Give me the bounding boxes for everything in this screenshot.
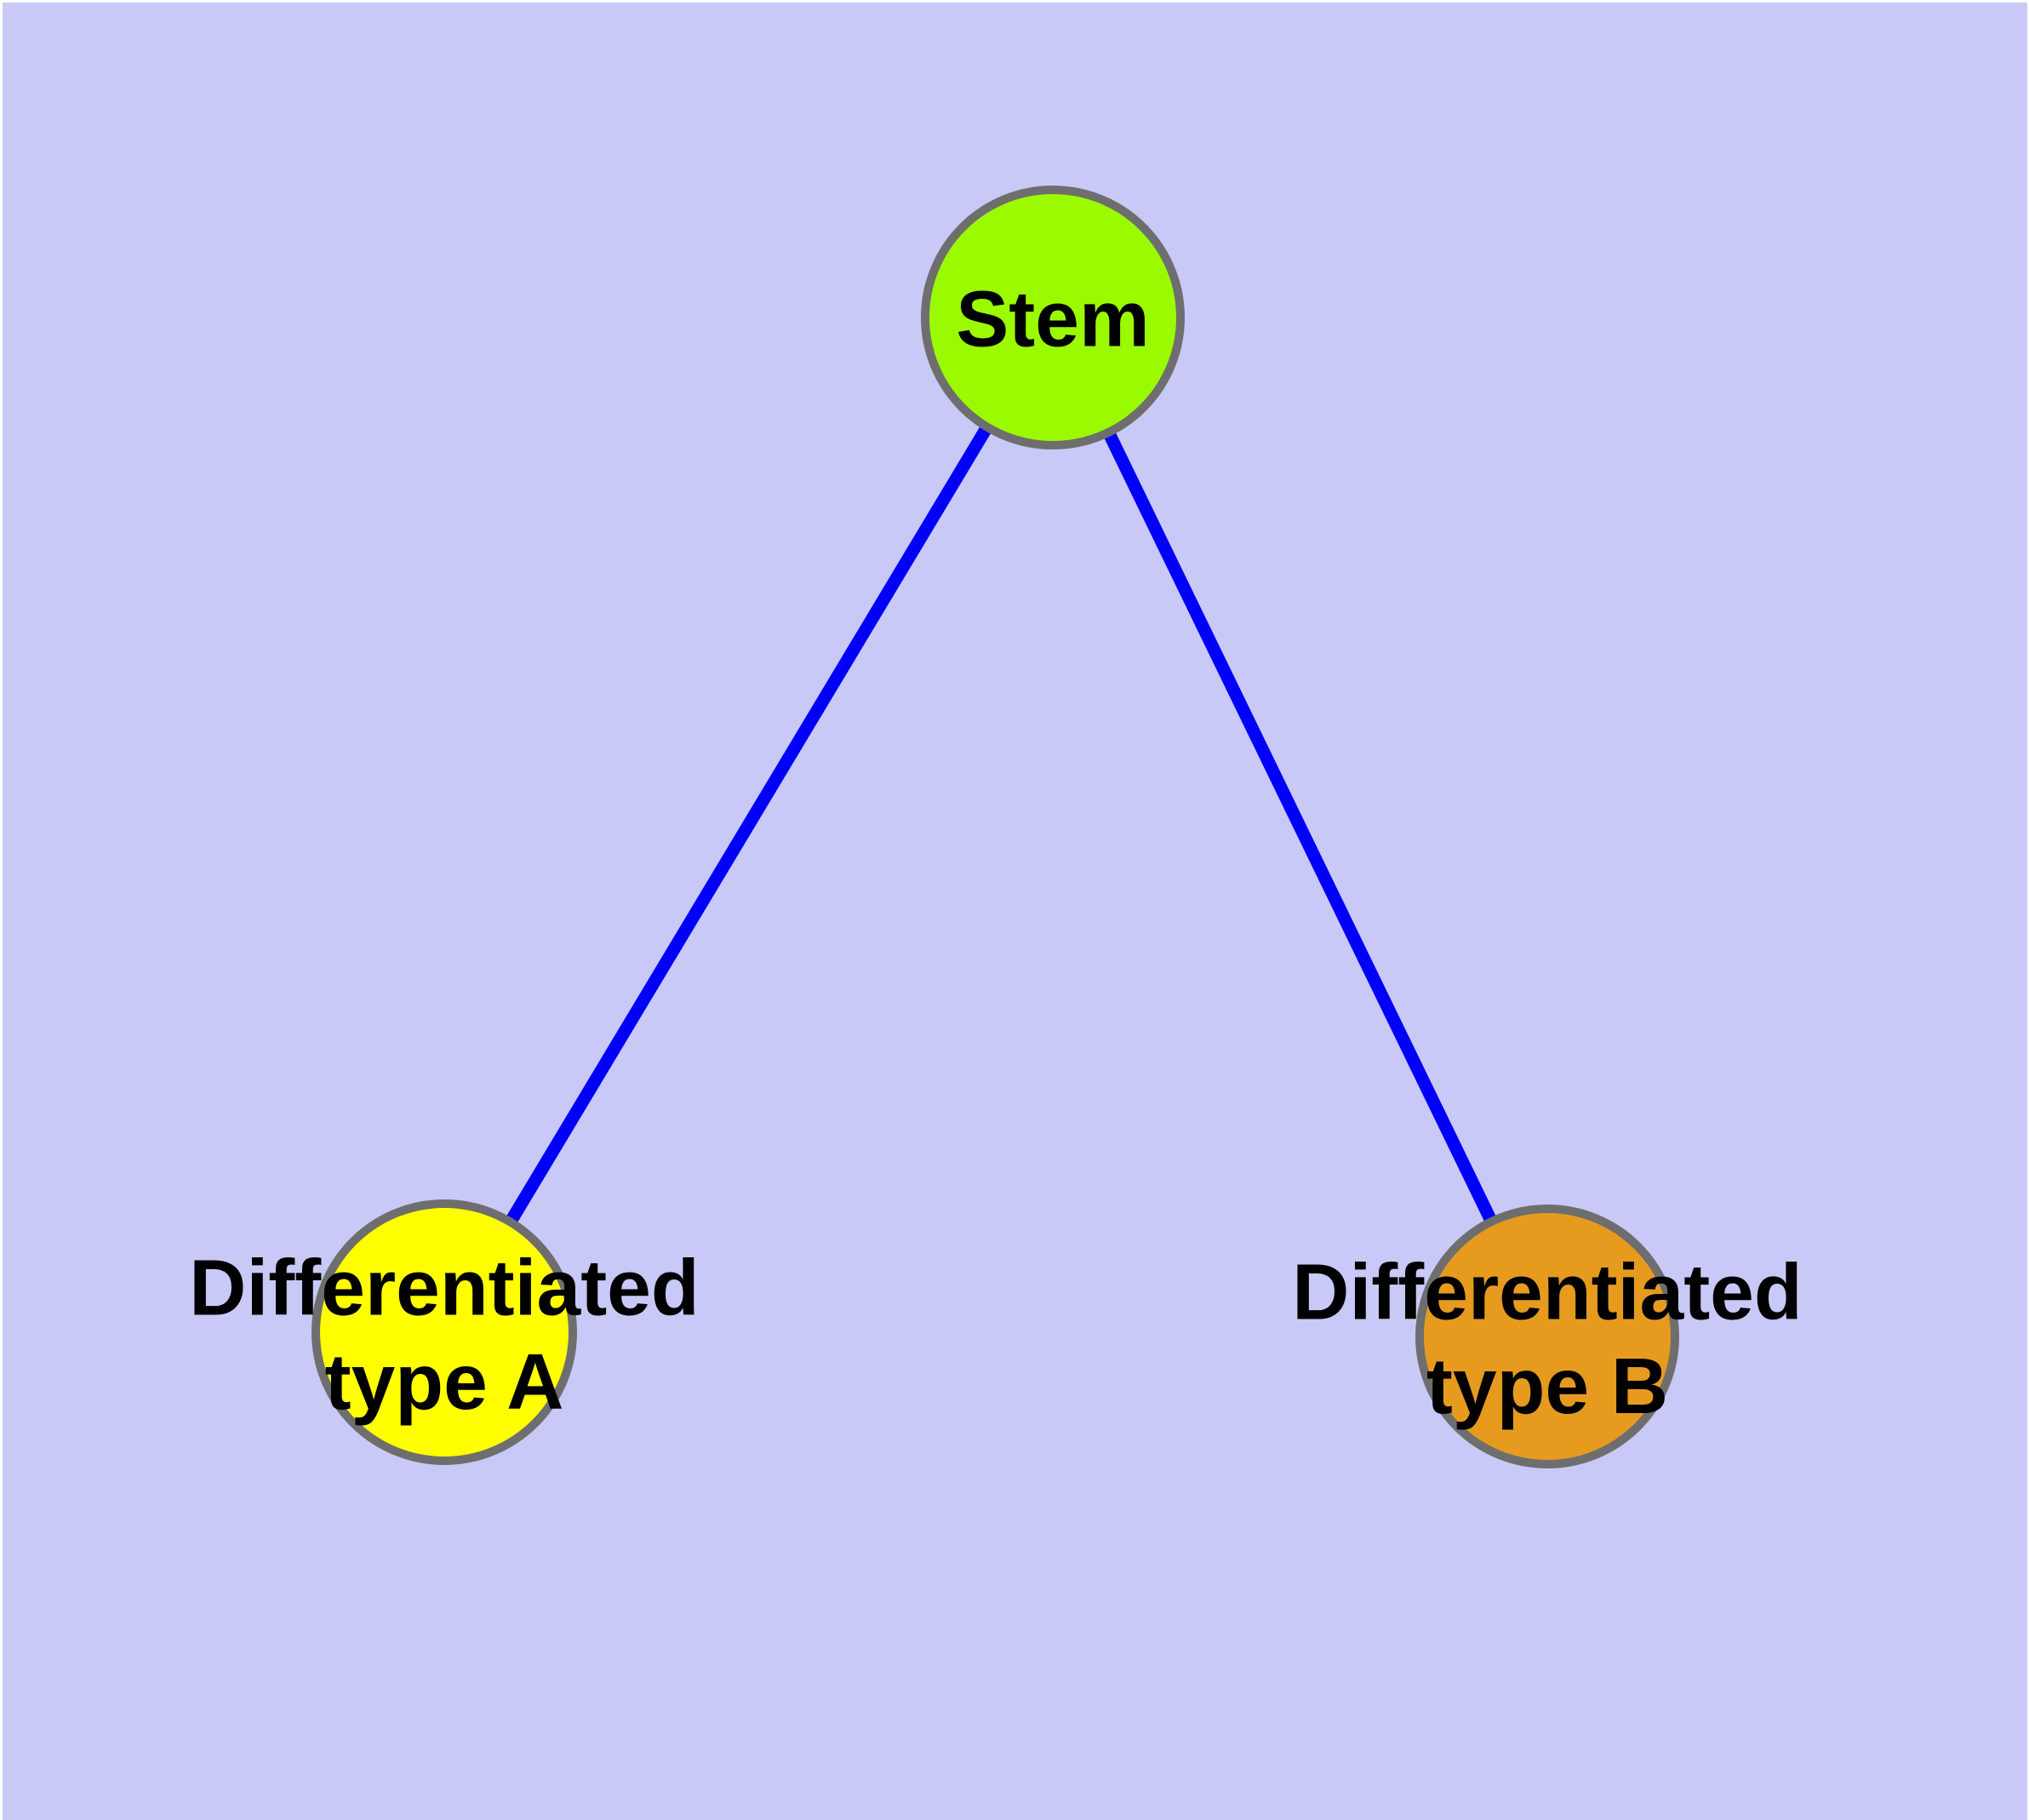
node-diff-a	[311, 1199, 577, 1465]
edge-stem-diff-a	[438, 314, 1059, 1336]
edge-stem-diff-b	[1047, 314, 1553, 1340]
node-label-stem: Stem	[956, 274, 1149, 363]
node-stem	[921, 186, 1185, 449]
node-diff-b	[1415, 1205, 1679, 1468]
